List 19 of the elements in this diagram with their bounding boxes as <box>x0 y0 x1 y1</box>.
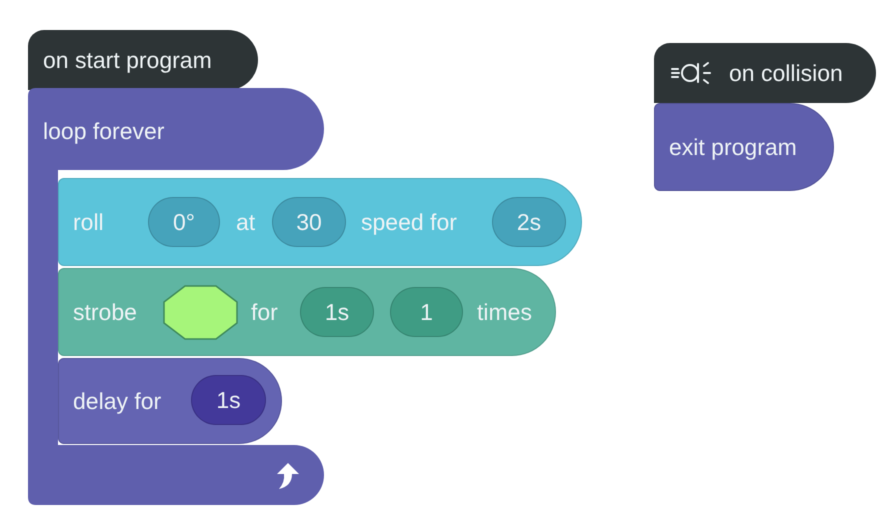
block-label: loop forever <box>43 118 164 144</box>
command-block <box>58 268 556 356</box>
loop-block <box>28 88 324 505</box>
command-block <box>58 178 582 266</box>
block-label: strobe <box>73 299 137 325</box>
block-label: on collision <box>729 60 843 86</box>
color-octagon <box>163 285 238 340</box>
block-label: for <box>251 299 278 325</box>
block-label: times <box>477 299 532 325</box>
block-label: on start program <box>43 47 212 73</box>
command-block <box>654 103 834 191</box>
block-label: delay for <box>73 388 162 414</box>
event-block <box>654 43 876 103</box>
block-label: exit program <box>669 134 797 160</box>
command-block <box>58 358 282 444</box>
block-label: at <box>236 209 256 235</box>
event-block <box>28 30 258 90</box>
block-label: roll <box>73 209 104 235</box>
block-label: speed for <box>361 209 457 235</box>
